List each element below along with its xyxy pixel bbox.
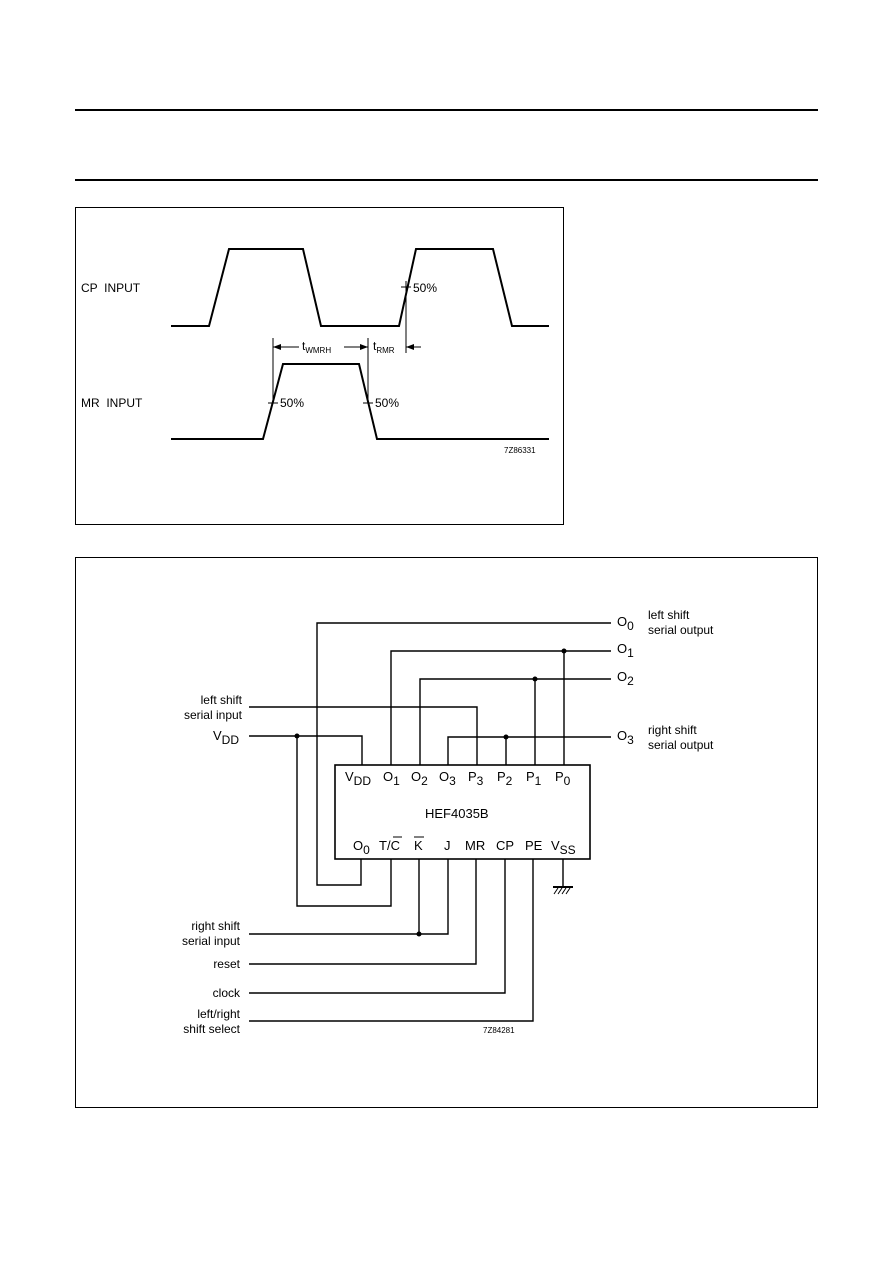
input-right-serial-line2: serial input — [182, 934, 241, 948]
pin-p3-label: P3 — [468, 769, 484, 788]
output-o1-label: O1 — [617, 641, 634, 660]
cp-50pct-label: 50% — [413, 281, 437, 295]
cp-waveform — [171, 248, 549, 327]
pin-o0-label: O0 — [353, 838, 370, 857]
wire-o3-output — [447, 736, 611, 765]
input-vdd-label: VDD — [213, 728, 239, 747]
mr-fall-50pct-label: 50% — [375, 396, 399, 410]
junction-p1-o2 — [532, 676, 538, 682]
pin-tc-label: T/C — [379, 838, 400, 853]
pin-cp-label: CP — [496, 838, 514, 853]
input-select-line1: left/right — [197, 1007, 240, 1021]
pin-mr-label: MR — [465, 838, 485, 853]
wire-o2-output — [419, 678, 611, 765]
pin-pe-label: PE — [525, 838, 543, 853]
ground-symbol-icon — [553, 887, 571, 895]
junction-p2-o3 — [503, 734, 509, 740]
pin-vss-label: VSS — [551, 838, 576, 857]
input-reset-label: reset — [213, 957, 240, 971]
mr-waveform — [171, 363, 549, 440]
pin-j-label: J — [444, 838, 451, 853]
circuit-diagram-panel: VDD O1 O2 O3 P3 P2 P1 P0 HEF4035B O0 T/C… — [75, 557, 818, 1108]
junction-p0-o1 — [561, 648, 567, 654]
pin-k-label: K — [414, 838, 423, 853]
output-o0-label: O0 — [617, 614, 634, 633]
circuit-diagram: VDD O1 O2 O3 P3 P2 P1 P0 HEF4035B O0 T/C… — [182, 608, 714, 1036]
pin-p0-label: P0 — [555, 769, 571, 788]
pin-o1-label: O1 — [383, 769, 400, 788]
timing-diagram-panel: CP INPUT MR INPUT 50% 50% 50% tWMRH tRMR… — [75, 207, 564, 525]
input-right-serial-line1: right shift — [191, 919, 240, 933]
timing-diagram: CP INPUT MR INPUT 50% 50% 50% tWMRH tRMR… — [81, 248, 549, 455]
junction-k-j — [416, 931, 422, 937]
pin-p1-label: P1 — [526, 769, 542, 788]
wire-o0-output — [316, 622, 611, 886]
output-o3-desc-line2: serial output — [648, 738, 714, 752]
pin-o3-label: O3 — [439, 769, 456, 788]
input-left-serial-line1: left shift — [201, 693, 243, 707]
mr-input-label: MR INPUT — [81, 396, 143, 410]
wire-vdd — [249, 735, 363, 765]
pin-p2-label: P2 — [497, 769, 513, 788]
chip-body — [334, 764, 591, 860]
output-o0-desc-line1: left shift — [648, 608, 690, 622]
output-o3-desc-line1: right shift — [648, 723, 697, 737]
twmrh-arrowhead-left — [273, 344, 281, 350]
wire-shift-select — [249, 859, 534, 1022]
junction-vdd — [294, 733, 300, 739]
input-clock-label: clock — [213, 986, 241, 1000]
timing-figure-code: 7Z86331 — [504, 446, 536, 455]
trmr-arrowhead-right — [406, 344, 414, 350]
output-o0-desc-line2: serial output — [648, 623, 714, 637]
wire-left-serial-input — [249, 706, 478, 765]
chip-name: HEF4035B — [425, 806, 489, 821]
input-select-line2: shift select — [183, 1022, 240, 1036]
header-rule — [75, 179, 818, 181]
top-rule — [75, 109, 818, 111]
mr-rise-50pct-label: 50% — [280, 396, 304, 410]
wire-clock — [249, 859, 506, 994]
pin-vdd-label: VDD — [345, 769, 371, 788]
cp-input-label: CP INPUT — [81, 281, 141, 295]
circuit-figure-code: 7Z84281 — [483, 1026, 515, 1035]
wire-o1-output — [390, 650, 611, 765]
pin-o2-label: O2 — [411, 769, 428, 788]
output-o2-label: O2 — [617, 669, 634, 688]
twmrh-label: tWMRH — [302, 339, 331, 355]
trmr-label: tRMR — [373, 339, 395, 355]
wire-vdd-to-tc — [296, 736, 392, 907]
wire-right-serial-input — [249, 859, 449, 935]
input-left-serial-line2: serial input — [184, 708, 243, 722]
wire-reset — [249, 859, 477, 965]
output-o3-label: O3 — [617, 728, 634, 747]
